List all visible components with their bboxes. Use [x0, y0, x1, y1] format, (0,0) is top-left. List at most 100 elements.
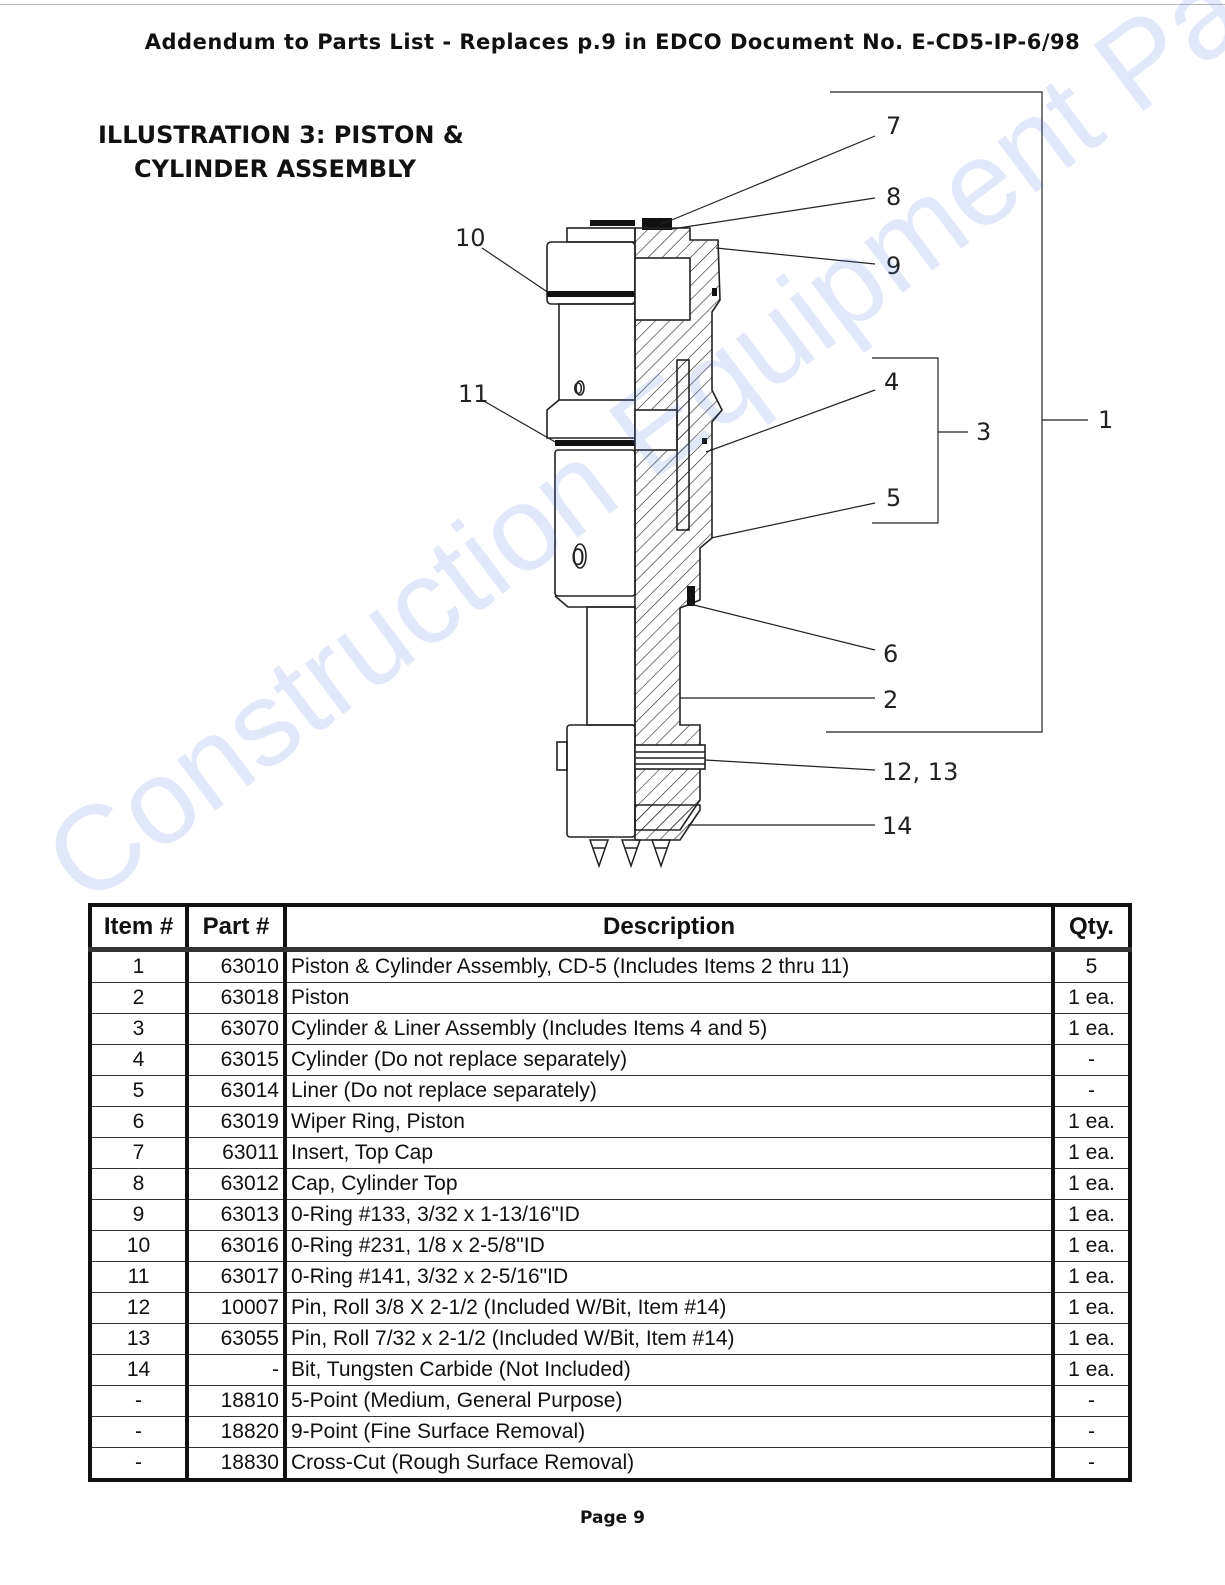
qty-cell: -: [1051, 1044, 1132, 1076]
callout-4: 4: [884, 368, 899, 396]
item-cell: 6: [88, 1106, 189, 1138]
part-cell: 18830: [185, 1447, 287, 1481]
item-cell: -: [88, 1385, 189, 1417]
item-cell: -: [88, 1416, 189, 1448]
item-cell: 3: [88, 1013, 189, 1045]
qty-cell: -: [1051, 1385, 1132, 1417]
item-cell: 11: [88, 1261, 189, 1293]
illustration-title-line-2: CYLINDER ASSEMBLY: [134, 155, 417, 183]
top-insert-band: [590, 220, 635, 226]
description-cell: Bit, Tungsten Carbide (Not Included): [283, 1354, 1055, 1386]
illustration-title-line-1: ILLUSTRATION 3: PISTON &: [98, 121, 464, 149]
description-cell: Liner (Do not replace separately): [283, 1075, 1055, 1107]
item-cell: 4: [88, 1044, 189, 1076]
header-qty: Qty.: [1051, 905, 1132, 952]
description-cell: 5-Point (Medium, General Purpose): [283, 1385, 1055, 1417]
part-cell: 63011: [185, 1137, 287, 1169]
item-cell: 14: [88, 1354, 189, 1386]
qty-cell: 1 ea.: [1051, 1137, 1132, 1169]
qty-cell: -: [1051, 1075, 1132, 1107]
qty-cell: 1 ea.: [1051, 1106, 1132, 1138]
cylinder-outline: [546, 227, 636, 838]
part-cell: 63017: [185, 1261, 287, 1293]
qty-cell: 5: [1051, 949, 1132, 983]
qty-cell: 1 ea.: [1051, 1199, 1132, 1231]
cylinder-marking-top: 0: [573, 379, 583, 398]
qty-cell: 1 ea.: [1051, 1168, 1132, 1200]
qty-cell: -: [1051, 1416, 1132, 1448]
page-number: Page 9: [580, 1508, 645, 1528]
description-cell: Piston: [283, 982, 1055, 1014]
part-cell: 63014: [185, 1075, 287, 1107]
qty-cell: -: [1051, 1447, 1132, 1481]
description-cell: Pin, Roll 3/8 X 2-1/2 (Included W/Bit, I…: [283, 1292, 1055, 1324]
item-cell: 12: [88, 1292, 189, 1324]
part-cell: 63012: [185, 1168, 287, 1200]
callout-11: 11: [458, 380, 489, 408]
callout-9: 9: [886, 252, 901, 280]
part-cell: 63015: [185, 1044, 287, 1076]
header-item: Item #: [88, 905, 189, 952]
description-cell: 0-Ring #133, 3/32 x 1-13/16"ID: [283, 1199, 1055, 1231]
qty-cell: 1 ea.: [1051, 1292, 1132, 1324]
insert-7: [642, 218, 672, 230]
description-cell: Wiper Ring, Piston: [283, 1106, 1055, 1138]
description-cell: Insert, Top Cap: [283, 1137, 1055, 1169]
description-cell: Piston & Cylinder Assembly, CD-5 (Includ…: [283, 949, 1055, 983]
part-cell: 63070: [185, 1013, 287, 1045]
qty-cell: 1 ea.: [1051, 1354, 1132, 1386]
part-cell: 18810: [185, 1385, 287, 1417]
piston-cylinder-drawing: 7 8 9 10 11 4 3 1 5 6 2 12, 13 14 0 0: [455, 91, 1113, 869]
item-cell: 7: [88, 1137, 189, 1169]
item-cell: 13: [88, 1323, 189, 1355]
part-cell: 63055: [185, 1323, 287, 1355]
callout-10: 10: [455, 224, 486, 252]
sectioned-half: [634, 227, 723, 841]
table-header-row: Item # Part # Description Qty.: [88, 905, 1132, 952]
qty-cell: 1 ea.: [1051, 1261, 1132, 1293]
oring-10: [547, 291, 635, 297]
callout-1: 1: [1098, 406, 1113, 434]
part-cell: 63019: [185, 1106, 287, 1138]
cylinder-marking-bottom: 0: [571, 546, 585, 571]
qty-cell: 1 ea.: [1051, 1323, 1132, 1355]
qty-cell: 1 ea.: [1051, 982, 1132, 1014]
qty-cell: 1 ea.: [1051, 1013, 1132, 1045]
qty-cell: 1 ea.: [1051, 1230, 1132, 1262]
callout-6: 6: [883, 640, 898, 668]
part-cell: 10007: [185, 1292, 287, 1324]
header-part: Part #: [185, 905, 287, 952]
bit-teeth: [588, 839, 672, 869]
part-cell: 63013: [185, 1199, 287, 1231]
callout-8: 8: [886, 183, 901, 211]
item-cell: 10: [88, 1230, 189, 1262]
leader-lines: [481, 91, 1088, 826]
callout-2: 2: [883, 686, 898, 714]
callout-7: 7: [886, 112, 901, 140]
description-cell: Cross-Cut (Rough Surface Removal): [283, 1447, 1055, 1481]
illustration-title: ILLUSTRATION 3: PISTON & CYLINDER ASSEMB…: [98, 118, 464, 186]
part-cell: 63016: [185, 1230, 287, 1262]
description-cell: Cap, Cylinder Top: [283, 1168, 1055, 1200]
item-cell: 2: [88, 982, 189, 1014]
part-cell: 63018: [185, 982, 287, 1014]
part-cell: 18820: [185, 1416, 287, 1448]
item-cell: 8: [88, 1168, 189, 1200]
part-cell: -: [185, 1354, 287, 1386]
description-cell: Cylinder & Liner Assembly (Includes Item…: [283, 1013, 1055, 1045]
table-row: 14-Bit, Tungsten Carbide (Not Included)1…: [88, 1354, 1132, 1386]
description-cell: Cylinder (Do not replace separately): [283, 1044, 1055, 1076]
description-cell: 0-Ring #231, 1/8 x 2-5/8"ID: [283, 1230, 1055, 1262]
